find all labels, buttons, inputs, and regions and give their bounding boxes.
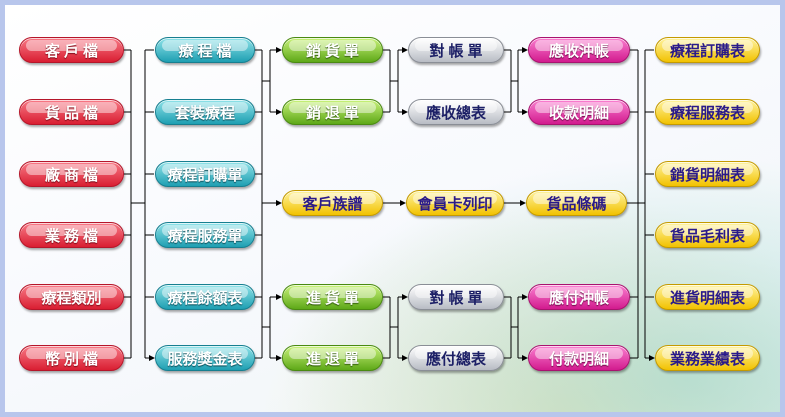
node-purchase-return[interactable]: 進退單	[282, 345, 383, 371]
node-treatment-service-form[interactable]: 療程服務單	[155, 222, 255, 248]
node-product-file[interactable]: 貨品檔	[19, 99, 124, 125]
node-treatment-package[interactable]: 套裝療程	[155, 99, 255, 125]
node-customer-file[interactable]: 客戶檔	[19, 37, 124, 63]
node-sales-detail-report[interactable]: 銷貨明細表	[655, 161, 760, 187]
node-receivable-offset[interactable]: 應收沖帳	[528, 37, 630, 63]
node-product-margin-report[interactable]: 貨品毛利表	[655, 222, 760, 248]
node-purchase-order[interactable]: 進貨單	[282, 284, 383, 310]
node-sales-performance-report[interactable]: 業務業績表	[655, 345, 760, 371]
node-treatment-order-form[interactable]: 療程訂購單	[155, 161, 255, 187]
node-product-barcode[interactable]: 貨品條碼	[526, 190, 627, 216]
node-treatment-order-report[interactable]: 療程訂購表	[655, 37, 760, 63]
node-treatment-file[interactable]: 療程檔	[155, 37, 255, 63]
node-customer-pedigree[interactable]: 客戶族譜	[282, 190, 383, 216]
node-salesrep-file[interactable]: 業務檔	[19, 222, 124, 248]
connector-lines	[124, 47, 780, 412]
node-treatment-balance-report[interactable]: 療程餘額表	[155, 284, 255, 310]
node-sales-return[interactable]: 銷退單	[282, 99, 383, 125]
node-service-bonus-report[interactable]: 服務獎金表	[155, 345, 255, 371]
node-payable-offset[interactable]: 應付沖帳	[528, 284, 630, 310]
node-payment-detail[interactable]: 付款明細	[528, 345, 630, 371]
node-receivable-summary[interactable]: 應收總表	[408, 99, 504, 125]
node-vendor-file[interactable]: 廠商檔	[19, 161, 124, 187]
node-purchase-detail-report[interactable]: 進貨明細表	[655, 284, 760, 310]
node-currency-file[interactable]: 幣別檔	[19, 345, 124, 371]
node-treatment-service-report[interactable]: 療程服務表	[655, 99, 760, 125]
node-sales-order[interactable]: 銷貨單	[282, 37, 383, 63]
node-receivable-statement[interactable]: 對帳單	[408, 37, 504, 63]
node-receipt-detail[interactable]: 收款明細	[528, 99, 630, 125]
node-payable-summary[interactable]: 應付總表	[408, 345, 504, 371]
node-treatment-category[interactable]: 療程類別	[19, 284, 124, 310]
node-payable-statement[interactable]: 對帳單	[408, 284, 504, 310]
node-member-card-print[interactable]: 會員卡列印	[406, 190, 504, 216]
